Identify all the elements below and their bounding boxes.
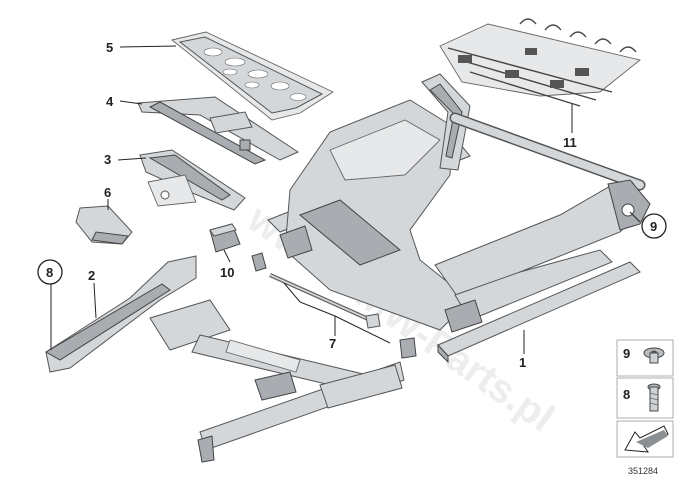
callout-3: 3 bbox=[104, 152, 111, 167]
legend-item-9-box bbox=[616, 339, 674, 377]
leader-lines bbox=[50, 45, 641, 354]
callout-8: 8 bbox=[46, 265, 53, 280]
part-3-adjuster-bracket[interactable] bbox=[139, 149, 246, 211]
legend-label-8: 8 bbox=[623, 387, 630, 402]
callout-2: 2 bbox=[88, 268, 95, 283]
part-5-seat-pan[interactable] bbox=[170, 31, 334, 121]
callout-4: 4 bbox=[106, 94, 114, 109]
legend-item-8-box bbox=[616, 377, 674, 419]
callout-9: 9 bbox=[650, 219, 657, 234]
reference-number: 351284 bbox=[628, 466, 658, 476]
callout-11: 11 bbox=[563, 135, 577, 150]
callout-6: 6 bbox=[104, 185, 111, 200]
callouts: 5 4 3 6 2 8 10 7 1 11 9 bbox=[37, 40, 667, 370]
legend-panel: 9 8 351284 bbox=[616, 339, 674, 476]
part-11-spring-mat[interactable] bbox=[439, 18, 642, 107]
screw-9-icon bbox=[643, 347, 665, 364]
part-7-cross-tube[interactable] bbox=[251, 252, 417, 359]
callout-7: 7 bbox=[329, 336, 336, 351]
callout-10: 10 bbox=[220, 265, 234, 280]
callout-8-circle bbox=[37, 259, 63, 285]
screw-8-icon bbox=[647, 383, 661, 412]
callout-9-circle bbox=[641, 213, 667, 239]
legend-label-9: 9 bbox=[623, 346, 630, 361]
assembly-arrow-icon bbox=[624, 425, 669, 453]
part-2-seat-rail[interactable] bbox=[45, 255, 405, 463]
part-1-seat-frame[interactable] bbox=[267, 73, 651, 364]
callout-5: 5 bbox=[106, 40, 113, 55]
part-10-block[interactable] bbox=[209, 223, 241, 253]
part-6-cover-cap[interactable] bbox=[75, 205, 133, 245]
part-4-rail-bracket[interactable] bbox=[137, 96, 300, 165]
callout-1: 1 bbox=[519, 355, 526, 370]
